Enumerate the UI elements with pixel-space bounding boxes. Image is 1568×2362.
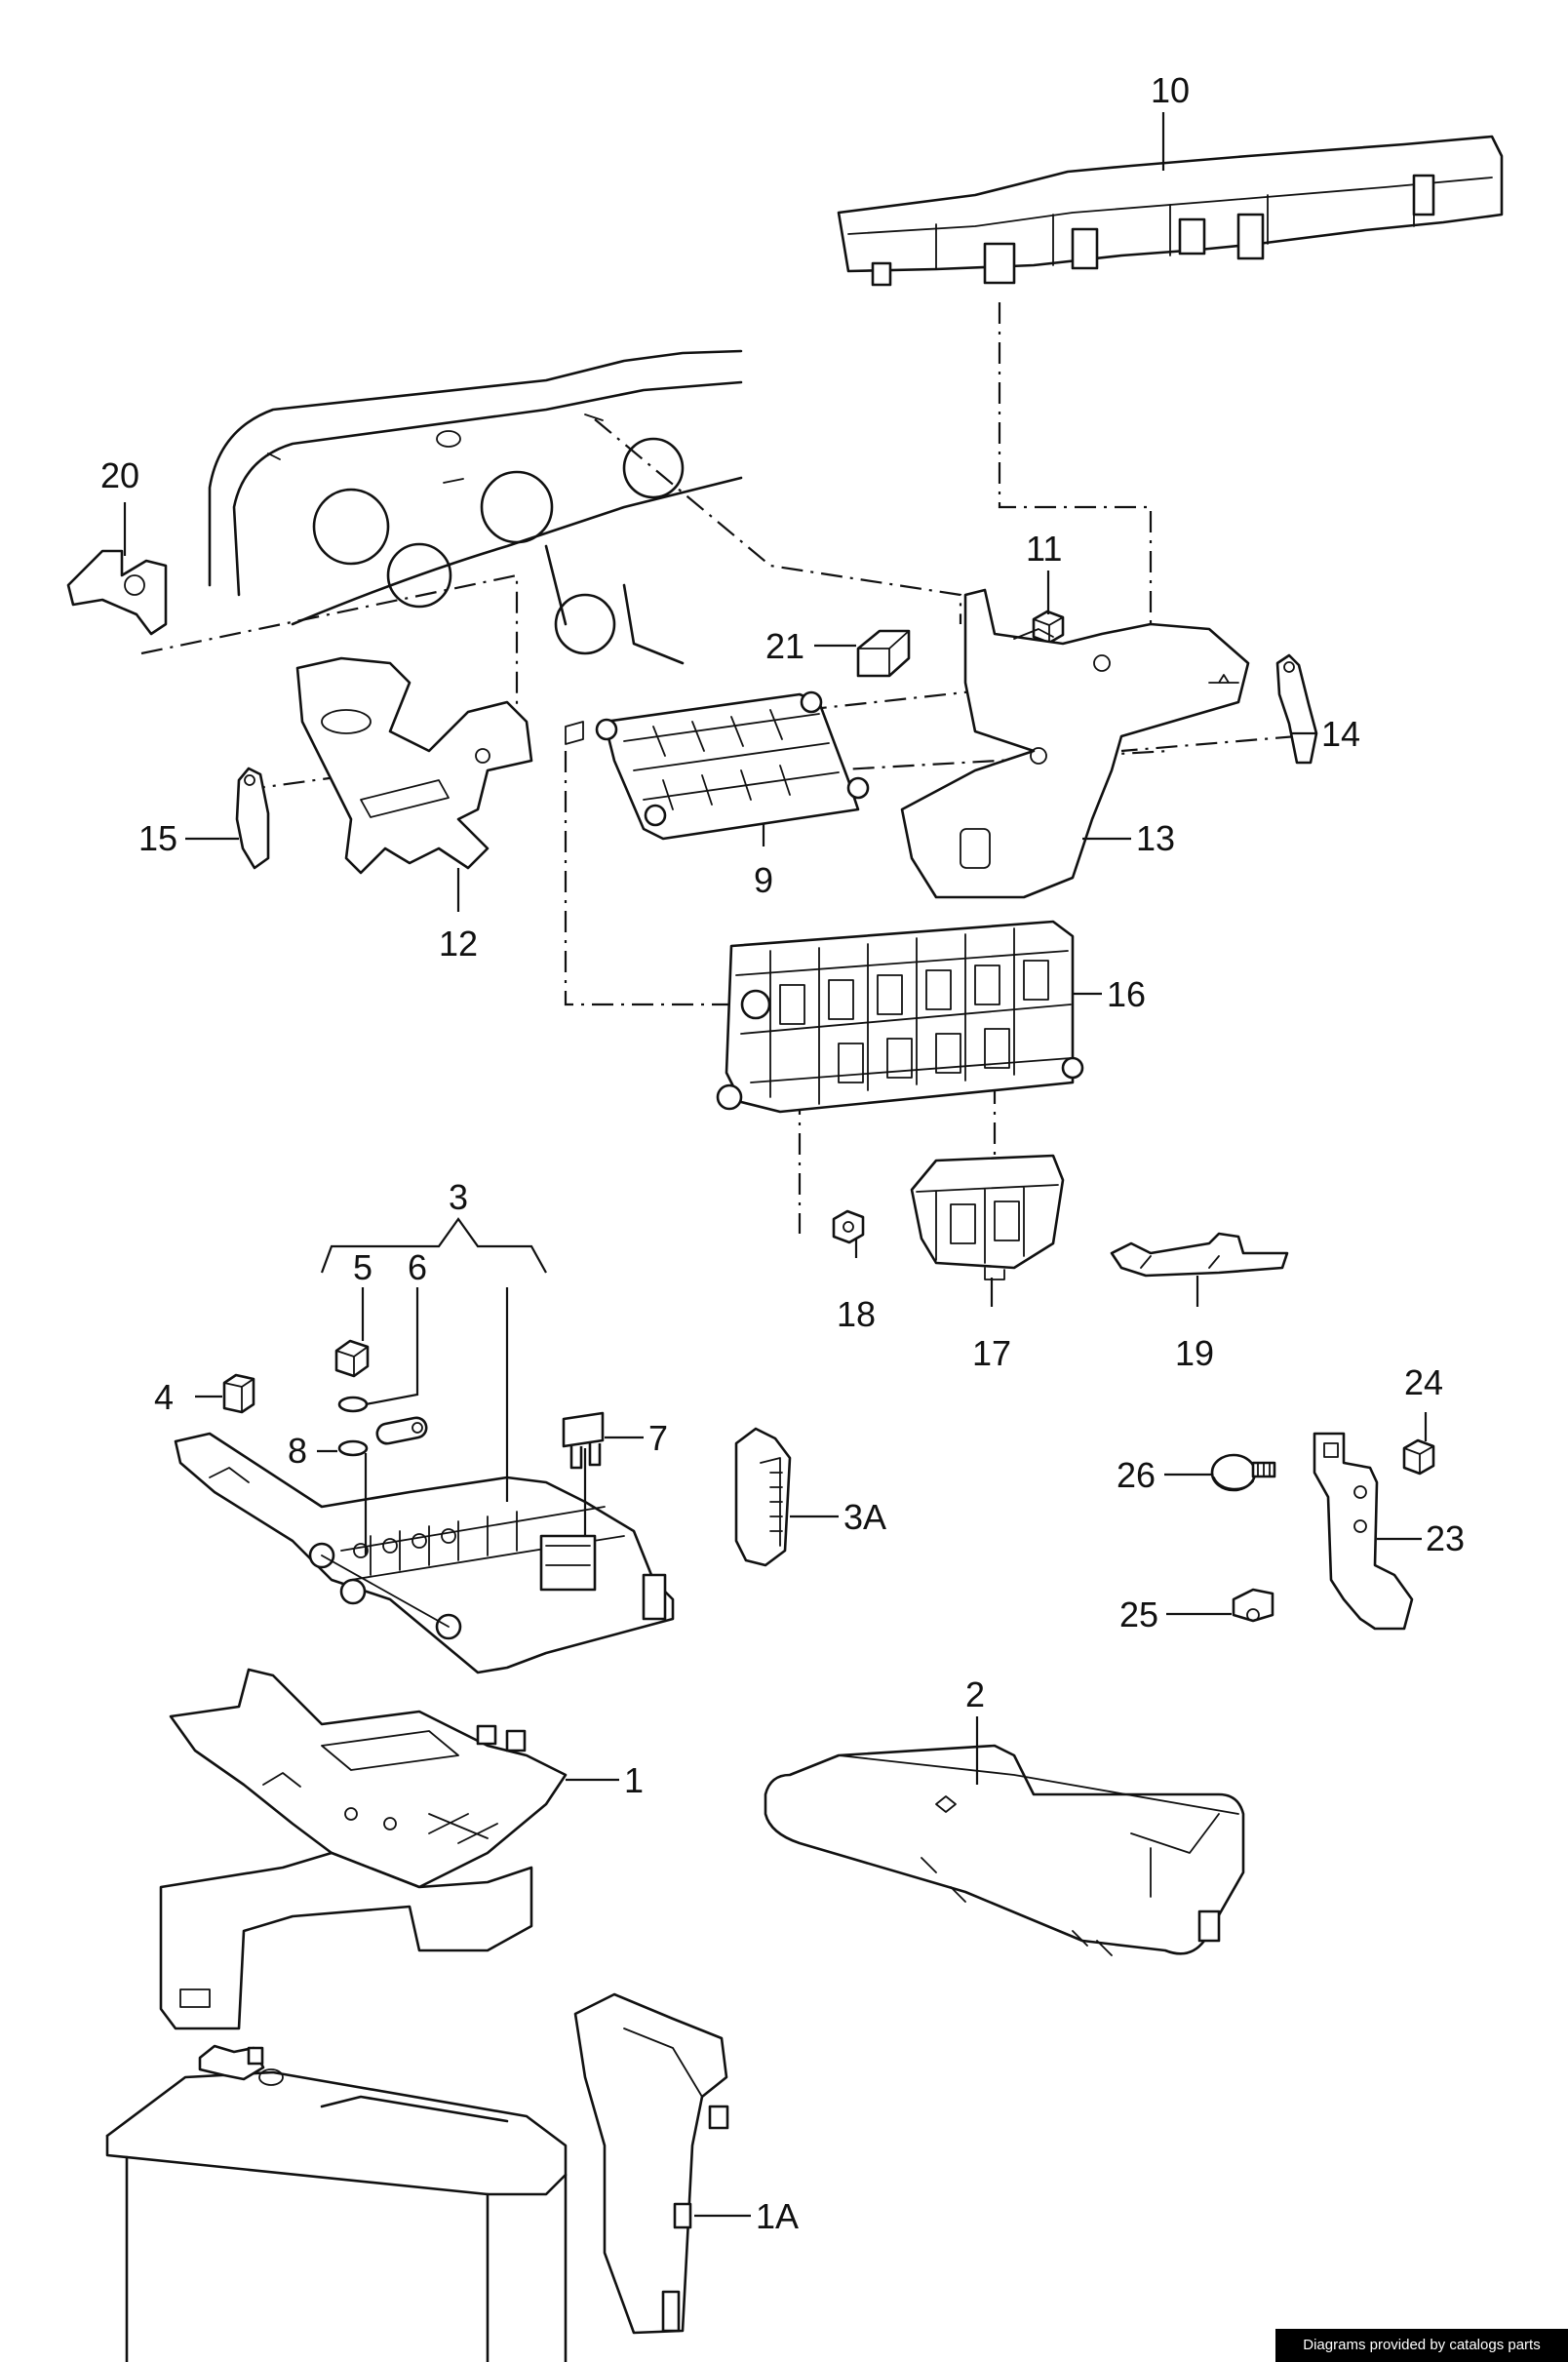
- part-15-clip: [235, 767, 270, 870]
- callout-1: 1: [624, 1760, 644, 1800]
- part-2-cover: [764, 1744, 1245, 1956]
- part-20-bracket: [66, 549, 168, 636]
- callout-15: 15: [138, 818, 177, 858]
- callout-16: 16: [1107, 974, 1146, 1014]
- part-4-nut: [222, 1373, 255, 1414]
- part-7-fuse: [562, 1411, 605, 1470]
- callout-23: 23: [1426, 1518, 1465, 1558]
- callout-2: 2: [965, 1674, 985, 1714]
- part-25-plug: [1232, 1588, 1274, 1623]
- callout-11: 11: [1026, 529, 1062, 569]
- part-18-nut: [832, 1209, 865, 1244]
- battery: [105, 2044, 568, 2362]
- part-10-cable-duct: [837, 135, 1504, 287]
- part-8-terminal: [337, 1416, 428, 1457]
- callout-10: 10: [1151, 70, 1190, 110]
- callout-17: 17: [972, 1333, 1011, 1373]
- part-23-bracket: [1313, 1432, 1414, 1631]
- part-19-bracket: [1110, 1232, 1289, 1278]
- callout-9: 9: [754, 860, 773, 900]
- dashboard-panel: [208, 349, 743, 665]
- callout-13: 13: [1136, 818, 1175, 858]
- callout-18: 18: [837, 1294, 876, 1334]
- callout-20: 20: [100, 455, 139, 495]
- callout-24: 24: [1404, 1362, 1443, 1402]
- part-5-nut: [334, 1339, 370, 1378]
- callout-3a: 3A: [843, 1497, 886, 1537]
- part-13-bracket: [900, 588, 1250, 899]
- callout-14: 14: [1321, 714, 1360, 754]
- callout-26: 26: [1117, 1455, 1156, 1495]
- callout-labels: 10 20 11 21 14 15 9 13 12 16 3 5 6 18 17…: [100, 70, 1465, 2236]
- callout-5: 5: [353, 1247, 372, 1287]
- callout-25: 25: [1119, 1594, 1158, 1634]
- part-17-relay-socket: [910, 1154, 1065, 1280]
- callout-leaders: [123, 112, 1428, 2218]
- part-1a-support: [573, 1992, 729, 2335]
- part-3a-fuse-puller: [734, 1427, 792, 1567]
- part-6-washer: [337, 1396, 369, 1413]
- part-14-clip: [1275, 653, 1318, 765]
- attribution-footer: Diagrams provided by catalogs parts: [1275, 2329, 1568, 2362]
- callout-19: 19: [1175, 1333, 1214, 1373]
- part-1-base-mount: [159, 1668, 568, 2030]
- part-11-nut: [1032, 610, 1065, 645]
- part-21-relay: [856, 629, 911, 678]
- group-3-bracket: [320, 1217, 547, 1274]
- callout-6: 6: [408, 1247, 427, 1287]
- callout-4: 4: [154, 1377, 174, 1417]
- part-16-fuse-block: [716, 920, 1084, 1114]
- part-12-bracket: [295, 656, 584, 875]
- callout-3: 3: [449, 1177, 468, 1217]
- callout-7: 7: [648, 1418, 668, 1458]
- callout-21: 21: [765, 626, 804, 666]
- part-26-clamp: [1210, 1453, 1276, 1492]
- part-3-fuse-carrier: [174, 1432, 675, 1674]
- callout-1a: 1A: [756, 2196, 799, 2236]
- callout-8: 8: [288, 1431, 307, 1471]
- callout-12: 12: [439, 924, 478, 964]
- part-24-nut: [1402, 1438, 1435, 1476]
- part-9-relay-carrier: [595, 690, 870, 841]
